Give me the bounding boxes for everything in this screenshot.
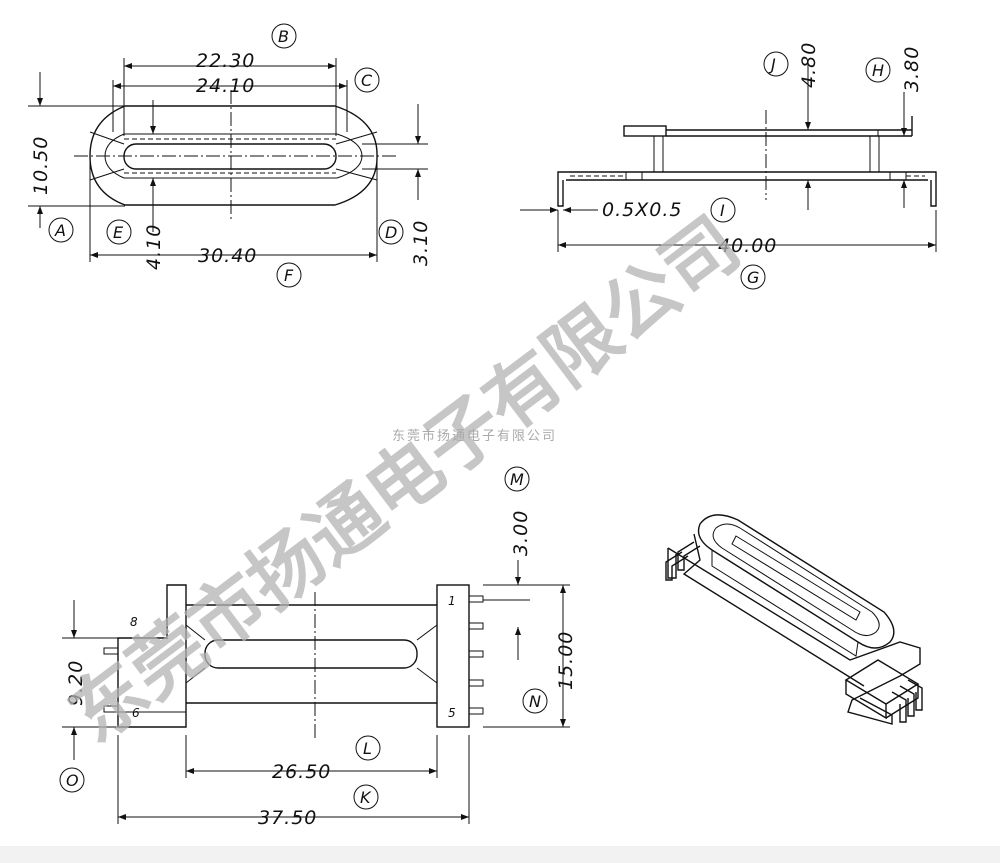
callout-a: A [48, 217, 74, 243]
svg-text:L: L [363, 739, 372, 758]
svg-text:G: G [747, 268, 759, 287]
dim-26-50: 26.50 [272, 761, 331, 783]
dim-3-80: 3.80 [901, 46, 923, 92]
callout-l: L [355, 735, 381, 761]
top-view: 22.30 24.10 10.50 4.10 3.10 30.40 B [28, 23, 432, 288]
callout-e: E [106, 219, 132, 245]
side-view: 4.80 3.80 0.5X0.5 40.00 J H I G [520, 42, 937, 290]
dim-10-50: 10.50 [30, 136, 52, 195]
svg-text:B: B [278, 27, 289, 46]
dim-0-5x0-5: 0.5X0.5 [602, 199, 682, 221]
watermark-text: 东莞市扬通电子有限公司 [54, 201, 756, 760]
svg-text:A: A [54, 221, 66, 240]
svg-text:F: F [284, 266, 294, 285]
callout-h: H [865, 57, 891, 83]
callout-j: J [763, 51, 789, 77]
svg-text:J: J [768, 55, 776, 74]
callout-o: O [59, 767, 85, 793]
dim-40-00: 40.00 [718, 235, 777, 257]
pin-1-label: 1 [448, 594, 456, 608]
watermark: 东莞市扬通电子有限公司 东莞市扬通电子有限公司 [54, 201, 756, 760]
pin-5-label: 5 [448, 706, 456, 720]
pin-row [468, 595, 484, 715]
dim-24-10: 24.10 [196, 75, 255, 97]
dim-15-00: 15.00 [555, 631, 577, 690]
callout-d: D [378, 219, 404, 245]
pin-8-label: 8 [130, 615, 138, 629]
dim-37-50: 37.50 [258, 807, 317, 829]
callout-n: N [522, 688, 548, 714]
svg-text:D: D [385, 223, 397, 242]
svg-text:K: K [360, 788, 372, 807]
svg-text:I: I [720, 201, 725, 220]
svg-text:E: E [113, 223, 124, 242]
dim-3-00: 3.00 [510, 510, 532, 556]
dim-4-10: 4.10 [143, 224, 165, 270]
dim-3-10: 3.10 [410, 220, 432, 266]
bottom-strip [0, 846, 1000, 863]
watermark-small-text: 东莞市扬通电子有限公司 [392, 428, 557, 444]
dim-9-20: 9.20 [65, 660, 87, 706]
isometric-view [665, 514, 923, 725]
callout-f: F [276, 262, 302, 288]
svg-text:M: M [510, 470, 524, 489]
svg-text:H: H [872, 61, 884, 80]
dim-4-80: 4.80 [798, 42, 820, 88]
callout-k: K [353, 784, 379, 810]
dim-22-30: 22.30 [196, 50, 255, 72]
pin-6-label: 6 [132, 706, 140, 720]
callout-b: B [271, 23, 297, 49]
svg-text:O: O [66, 771, 79, 790]
callout-c: C [354, 67, 380, 93]
dim-30-40: 30.40 [198, 245, 257, 267]
callout-m: M [504, 466, 530, 492]
callout-i: I [710, 197, 736, 223]
svg-text:C: C [361, 71, 373, 90]
callout-g: G [740, 264, 766, 290]
svg-text:N: N [529, 692, 541, 711]
front-view: 1 5 6 8 3.00 15.00 9.20 26.50 [59, 466, 577, 829]
